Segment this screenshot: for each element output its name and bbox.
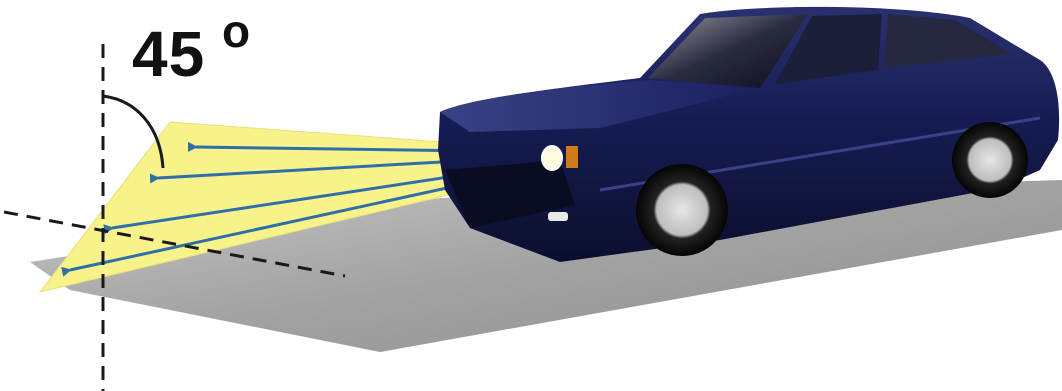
car-headlight <box>542 146 562 170</box>
degree-symbol: o <box>222 8 250 54</box>
angle-value-label: 45 <box>132 22 205 86</box>
car-indicator <box>566 146 578 168</box>
car-fog-light <box>548 212 568 221</box>
car-front-wheel <box>636 164 728 256</box>
car-rear-wheel <box>952 122 1028 198</box>
